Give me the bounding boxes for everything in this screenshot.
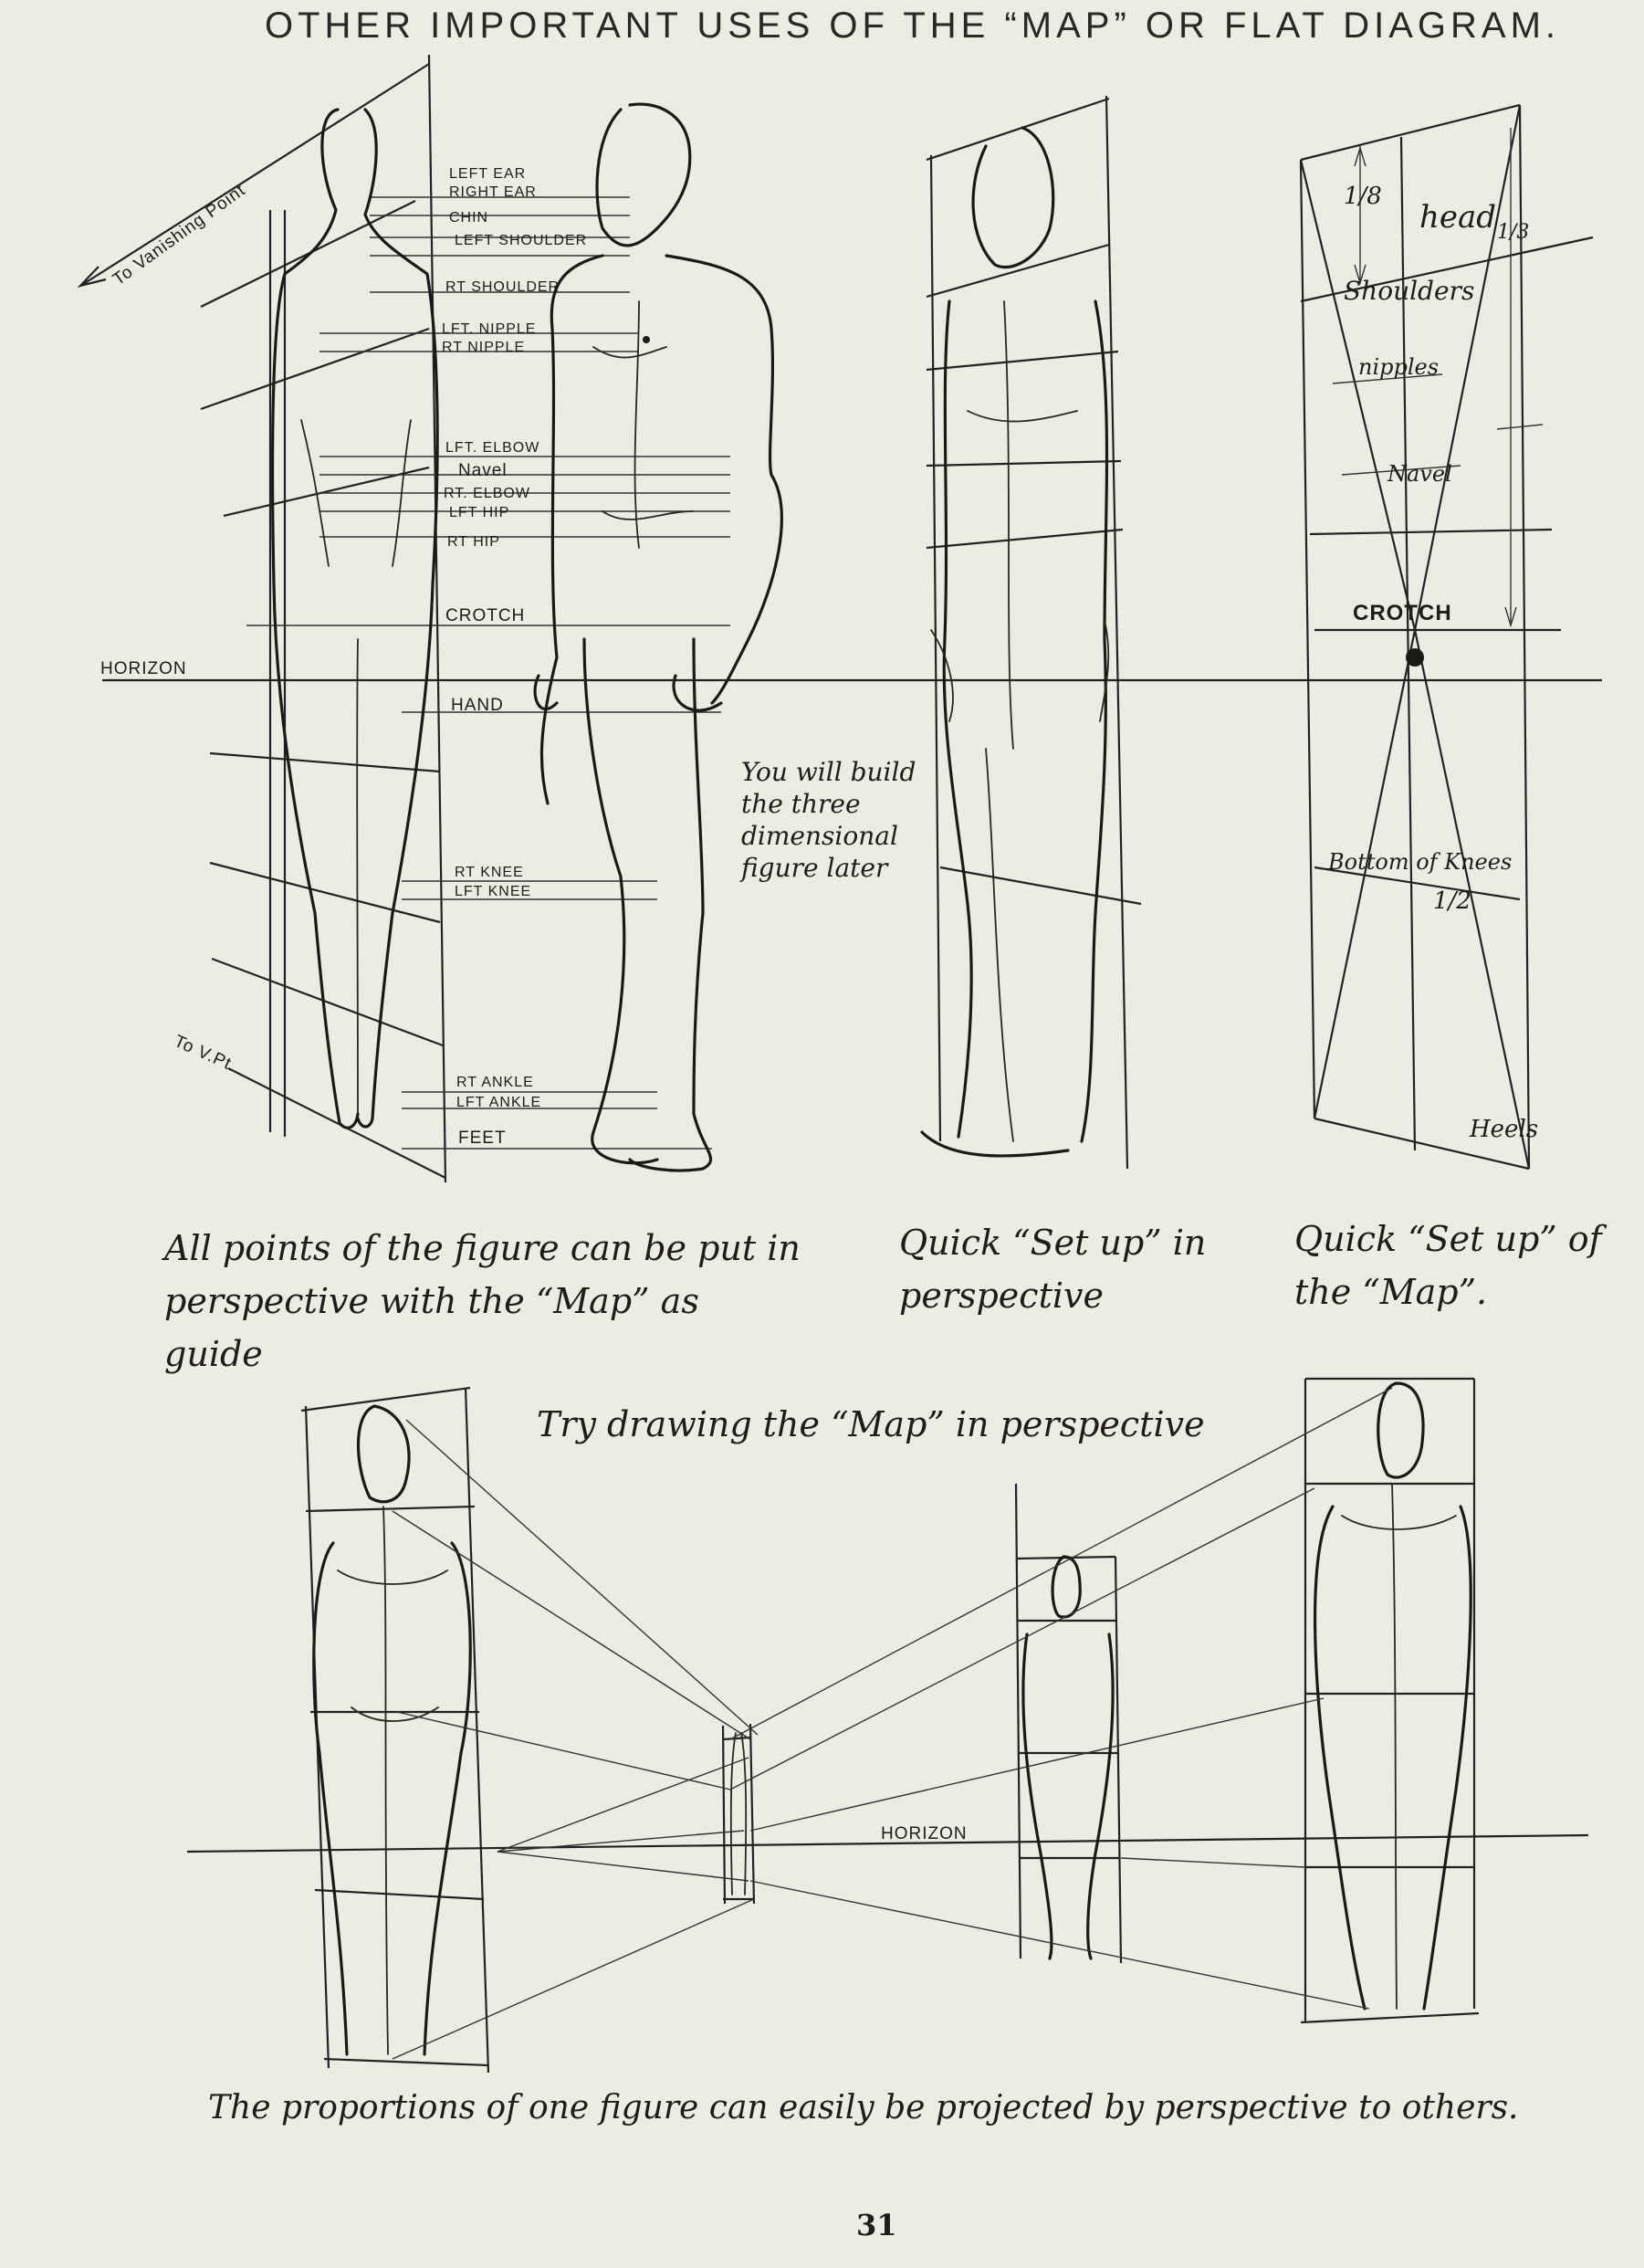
bottom-heading: Try drawing the “Map” in perspective xyxy=(537,1404,1205,1444)
horizon-label-top: HORIZON xyxy=(100,659,187,678)
bottom-caption: The proportions of one figure can easily… xyxy=(208,2089,1519,2126)
label-crotch: CROTCH xyxy=(1353,601,1452,625)
label-shoulders: Shoulders xyxy=(1344,276,1475,306)
landmark-label: RT SHOULDER xyxy=(445,279,560,295)
caption-quick-setup: Quick “Set up” in perspective xyxy=(899,1223,1207,1316)
landmark-label: RT HIP xyxy=(447,534,500,550)
fraction-half: 1/2 xyxy=(1433,887,1471,915)
page-number: 31 xyxy=(856,2208,897,2242)
landmark-label: LFT ANKLE xyxy=(456,1095,542,1110)
horizon-label-bottom: HORIZON xyxy=(881,1824,968,1843)
right-flat-map xyxy=(1299,103,1594,1171)
landmark-label: CHIN xyxy=(449,210,489,226)
three-dimensional-note: You will build the three dimensional fig… xyxy=(741,757,916,883)
landmark-label: LFT. ELBOW xyxy=(445,440,540,456)
fraction-third: 1/3 xyxy=(1497,221,1530,244)
label-nipples: nipples xyxy=(1358,354,1440,380)
landmark-label: CROTCH xyxy=(445,606,526,625)
middle-setup-figure xyxy=(920,95,1142,1170)
label-heels: Heels xyxy=(1470,1116,1539,1143)
landmark-label: LEFT SHOULDER xyxy=(455,233,588,248)
landmark-label: LFT. NIPPLE xyxy=(442,321,537,337)
caption-quick-setup-map: Quick “Set up” of the “Map”. xyxy=(1294,1219,1602,1312)
landmark-label: HAND xyxy=(451,696,504,715)
caption-map-guide: All points of the figure can be put in p… xyxy=(164,1228,801,1374)
landmark-label: RT. ELBOW xyxy=(444,486,530,501)
label-navel: Navel xyxy=(1387,461,1452,487)
label-head: head xyxy=(1419,199,1497,236)
landmark-label: RIGHT EAR xyxy=(449,184,537,200)
landmark-label: LFT KNEE xyxy=(455,884,532,899)
landmark-label: FEET xyxy=(458,1129,507,1148)
landmark-label: RT ANKLE xyxy=(456,1075,534,1090)
page-title: OTHER IMPORTANT USES OF THE “MAP” OR FLA… xyxy=(265,5,1561,46)
landmark-label: LFT HIP xyxy=(449,505,510,520)
fraction-eighth: 1/8 xyxy=(1344,183,1382,210)
label-bottom-of-knees: Bottom of Knees xyxy=(1328,849,1513,875)
landmark-label: RT NIPPLE xyxy=(442,340,526,355)
top-left-perspective-map xyxy=(77,54,1602,1183)
landmark-label: RT KNEE xyxy=(455,865,524,880)
bottom-perspective-panel xyxy=(186,1377,1589,2074)
landmark-label: Navel xyxy=(458,461,508,480)
landmark-label: LEFT EAR xyxy=(449,166,527,182)
